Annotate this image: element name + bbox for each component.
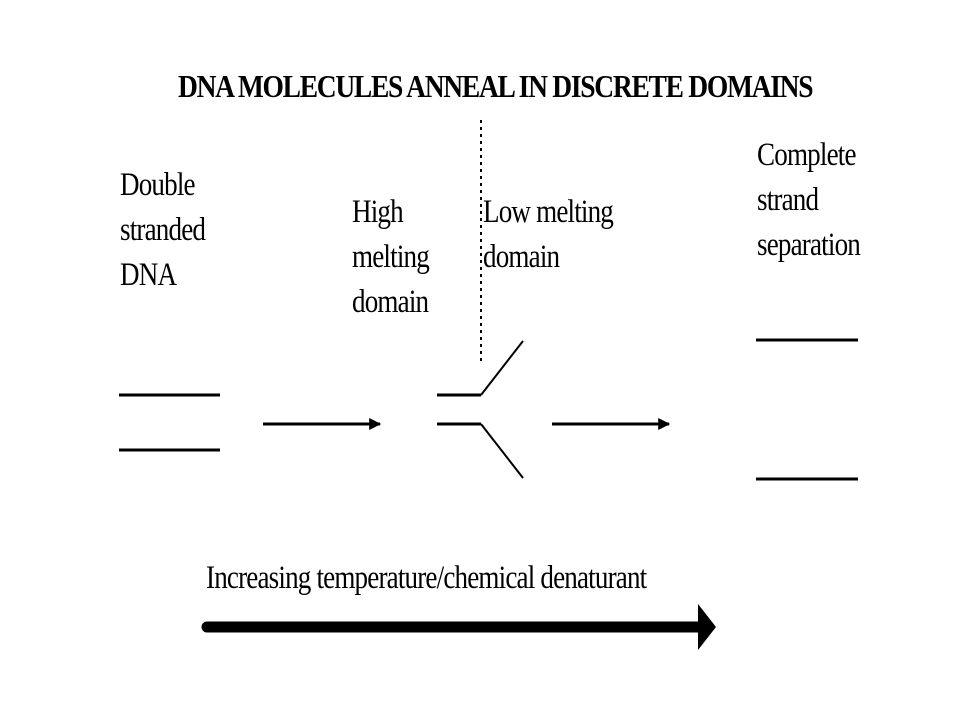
partially-melted-dna — [437, 340, 524, 479]
melted-strand-top-fork — [480, 340, 524, 396]
melted-strand-bottom-fork — [480, 423, 524, 479]
complete-strand-separation-label: Complete strand separation — [757, 137, 861, 263]
increasing-denaturant-label: Increasing temperature/chemical denatura… — [206, 560, 647, 596]
high-melting-domain-label: High melting domain — [352, 194, 430, 320]
separated-strands — [756, 338, 858, 481]
diagram-title: DNA MOLECULES ANNEAL IN DISCRETE DOMAINS — [178, 68, 814, 104]
increasing-denaturant-arrow — [201, 604, 716, 650]
double-stranded-dna-strands — [119, 393, 220, 452]
low-melting-domain-label: Low melting domain — [483, 194, 614, 275]
double-stranded-dna-label: Double stranded DNA — [120, 167, 206, 293]
